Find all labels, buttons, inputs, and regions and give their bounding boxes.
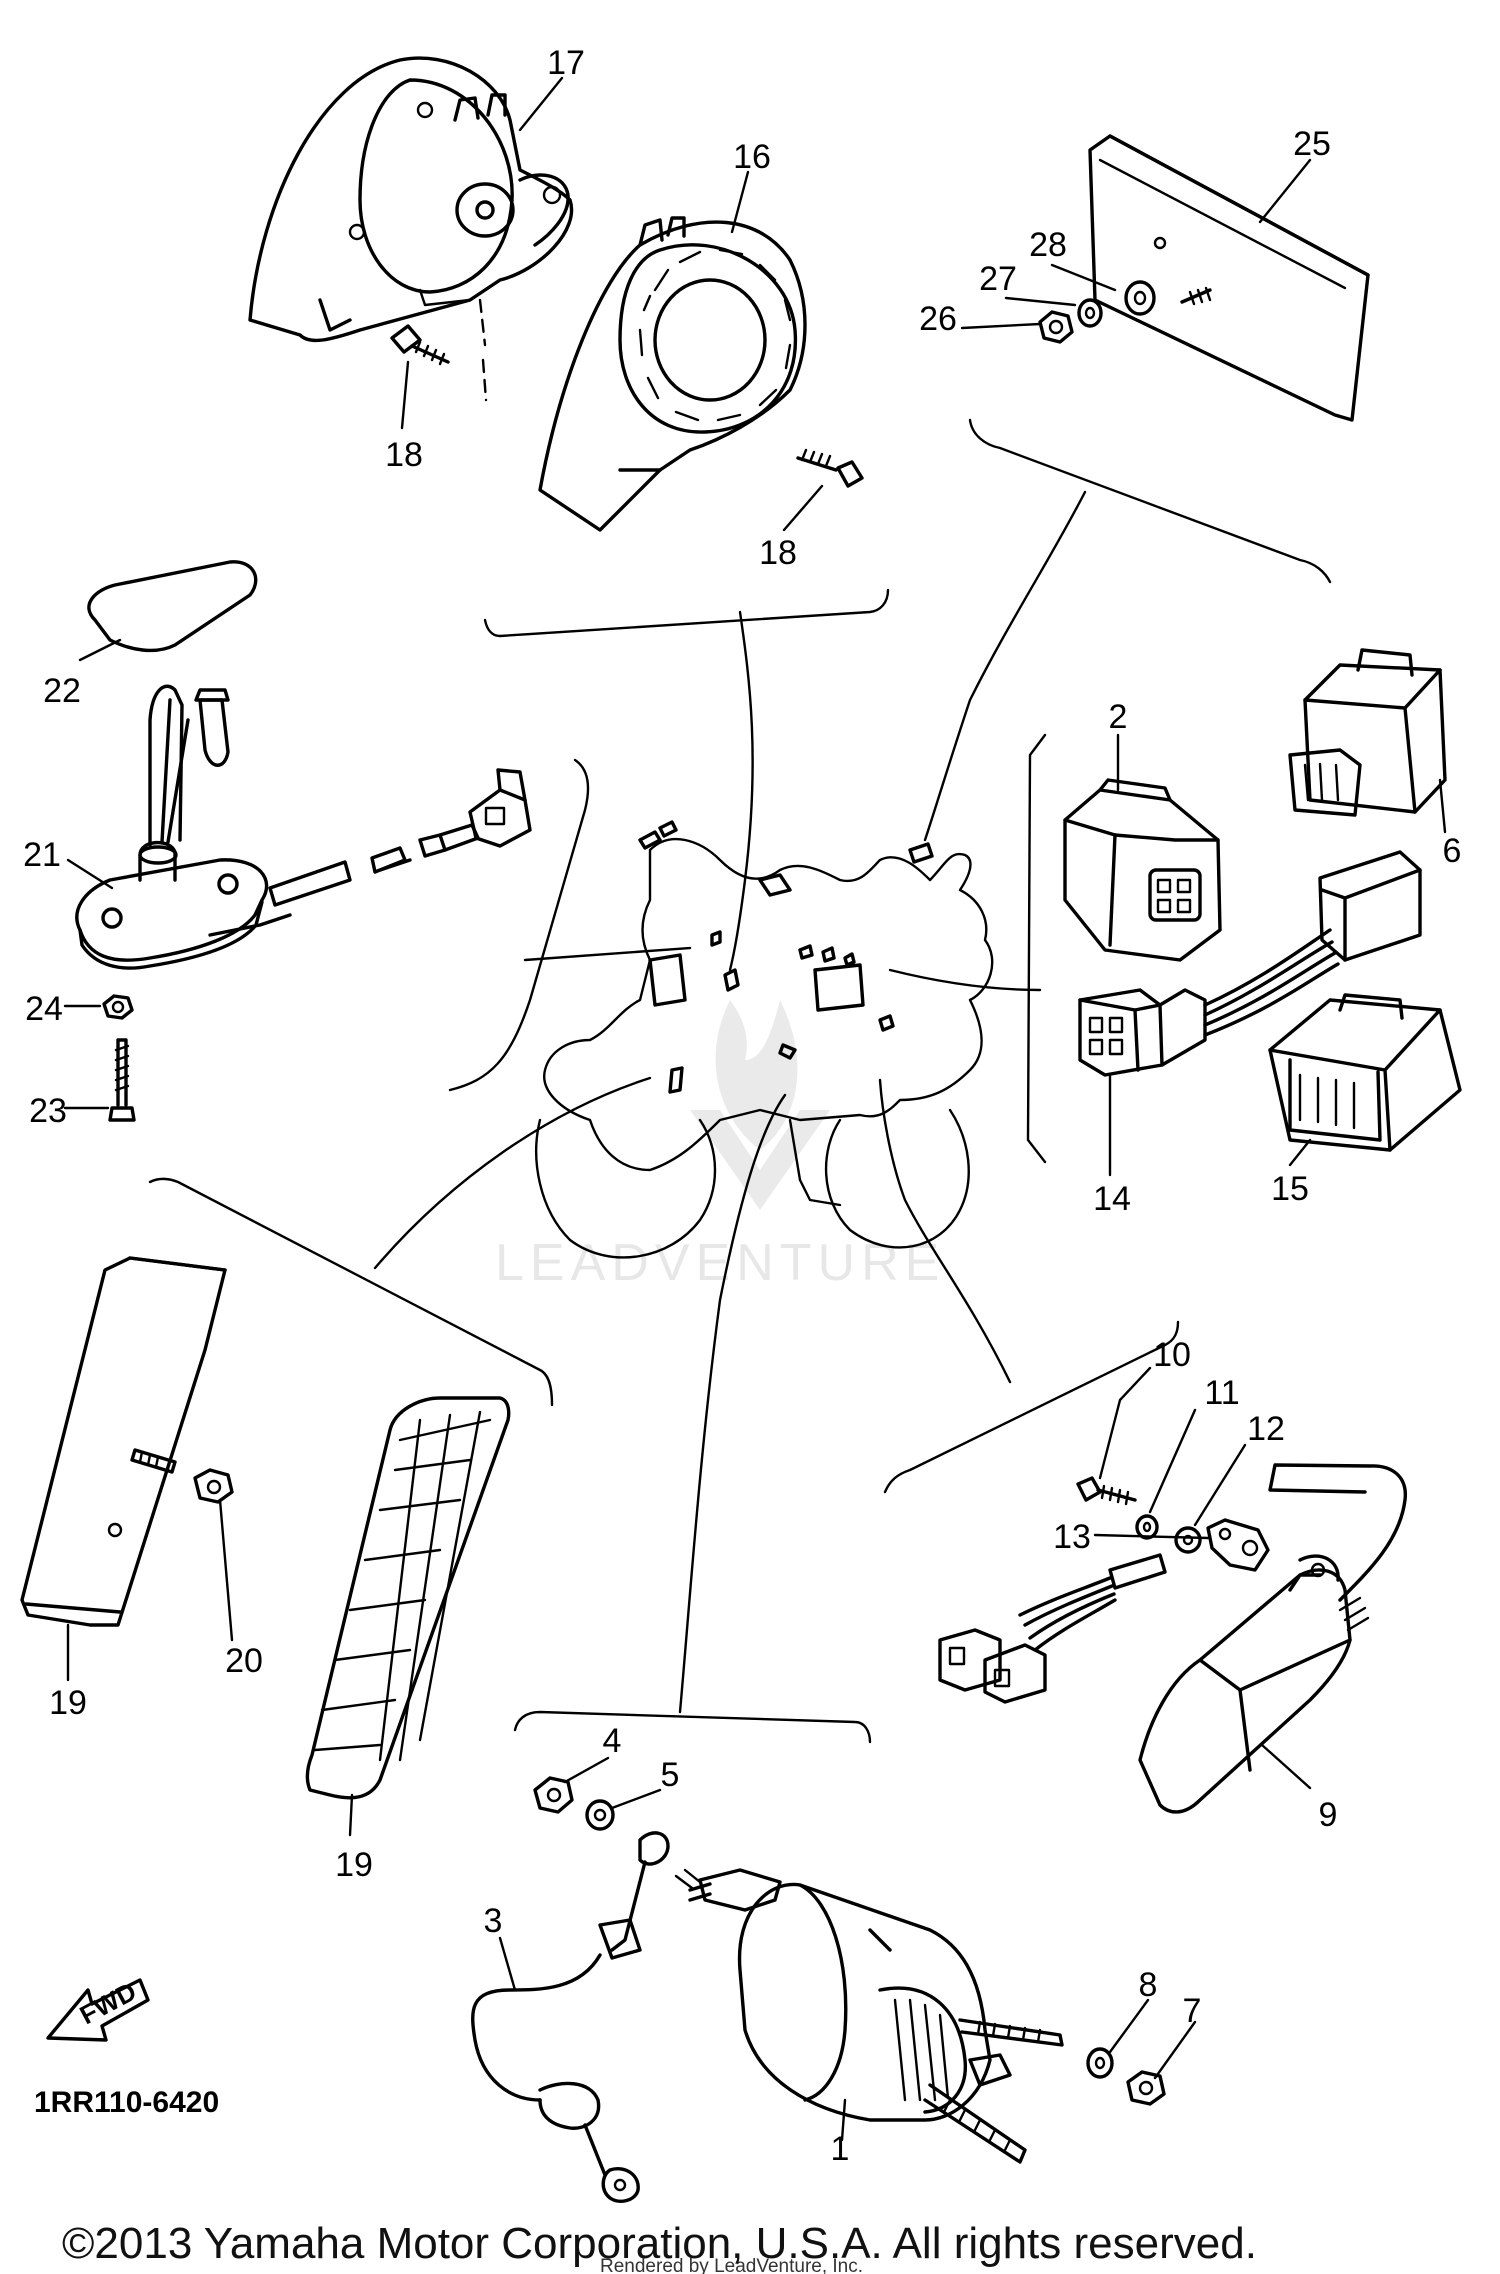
callout-20: 20 <box>225 1642 263 1680</box>
callout-15: 15 <box>1271 1170 1309 1208</box>
bolt-18-upper <box>390 324 450 366</box>
callout-12: 12 <box>1247 1410 1285 1448</box>
relay-2 <box>1063 778 1222 962</box>
washer-28 <box>1124 280 1156 316</box>
nut-26 <box>1038 310 1074 344</box>
bolt-18-lower <box>796 448 864 488</box>
nut-7 <box>1126 2070 1166 2106</box>
callout-14: 14 <box>1093 1180 1131 1218</box>
fwd-arrow-icon: FWD <box>46 1976 150 2042</box>
callout-22: 22 <box>43 672 81 710</box>
rectifier-harness <box>938 1553 1167 1704</box>
callout-18-upper: 18 <box>385 436 423 474</box>
callout-27: 27 <box>979 260 1017 298</box>
callout-28: 28 <box>1029 226 1067 264</box>
watermark-logo <box>690 1000 830 1210</box>
callout-numbers: 1 2 3 4 5 6 7 8 9 10 11 12 13 14 15 16 1… <box>23 44 1461 2168</box>
side-reflector-19-right <box>305 1396 511 1800</box>
gasket-22 <box>87 560 258 653</box>
clamp-13 <box>1206 1518 1270 1572</box>
callout-23: 23 <box>29 1092 67 1130</box>
washer-5 <box>585 1799 615 1831</box>
callout-3: 3 <box>484 1902 503 1940</box>
bolt-10 <box>1076 1476 1137 1506</box>
callout-19-right: 19 <box>335 1846 373 1884</box>
callout-17: 17 <box>547 44 585 82</box>
callout-10: 10 <box>1153 1336 1191 1374</box>
callout-24: 24 <box>25 990 63 1028</box>
callout-19-left: 19 <box>49 1684 87 1722</box>
callout-13: 13 <box>1053 1518 1091 1556</box>
callout-11: 11 <box>1204 1374 1239 1412</box>
unit-15 <box>1268 993 1462 1152</box>
reflector-25 <box>1088 134 1370 422</box>
nut-24 <box>102 994 134 1020</box>
horn-17 <box>248 56 574 402</box>
callout-26: 26 <box>919 300 957 338</box>
callout-5: 5 <box>661 1756 680 1794</box>
diagram-id: 1RR110-6420 <box>34 2086 219 2119</box>
washer-8 <box>1086 2047 1114 2079</box>
callout-4: 4 <box>603 1722 622 1760</box>
callout-18-lower: 18 <box>759 534 797 572</box>
horn-16 <box>538 216 807 532</box>
motorcycle-silhouette <box>535 820 994 1259</box>
side-reflector-19-left <box>20 1256 227 1627</box>
rectifier-9 <box>1138 1463 1407 1814</box>
callout-21: 21 <box>23 836 61 874</box>
rendered-by: Rendered by LeadVenture, Inc. <box>600 2256 863 2274</box>
connector-14 <box>1078 850 1422 1077</box>
callout-16: 16 <box>733 138 771 176</box>
starter-relay-1 <box>674 1868 1064 2164</box>
washer-11 <box>1135 1514 1159 1540</box>
callout-8: 8 <box>1139 1966 1158 2004</box>
nut-20 <box>193 1468 234 1504</box>
battery-lead-3 <box>471 1831 670 2203</box>
nut-4 <box>533 1776 574 1814</box>
callout-leaders <box>63 76 1447 2142</box>
copyright: ©2013 Yamaha Motor Corporation, U.S.A. A… <box>62 2219 1257 2268</box>
unit-6 <box>1288 648 1447 817</box>
callout-1: 1 <box>831 2130 850 2168</box>
callout-25: 25 <box>1293 125 1331 163</box>
washer-12 <box>1174 1526 1202 1554</box>
callout-6: 6 <box>1443 832 1462 870</box>
screw-23 <box>108 1038 136 1122</box>
washer-27 <box>1077 298 1103 328</box>
callout-7: 7 <box>1183 1992 1202 2030</box>
leader-lines <box>148 418 1332 1744</box>
fuel-sender-21 <box>75 684 292 970</box>
callout-2: 2 <box>1109 698 1128 736</box>
watermark-text: LEADVENTURE <box>495 1234 945 1292</box>
sender-connector <box>268 768 532 907</box>
callout-9: 9 <box>1319 1796 1338 1834</box>
